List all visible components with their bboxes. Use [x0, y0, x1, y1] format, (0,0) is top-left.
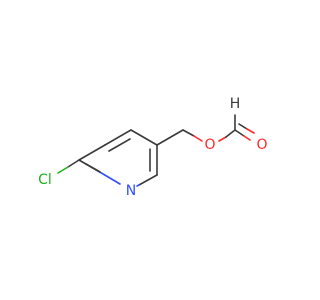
bond-c3-c4 — [104, 129, 132, 146]
formyl-hydrogen-label: H — [230, 96, 241, 112]
ester-oxygen-label: O — [204, 137, 215, 153]
bond-o-cformyl-half — [218, 136, 227, 142]
bond-c2-n-inner — [85, 163, 101, 173]
nitrogen-label: N — [126, 183, 136, 199]
bond-c2-cl — [67, 159, 80, 168]
bond-n-c6-half — [136, 184, 140, 187]
bond-ch2-o — [182, 129, 195, 137]
bond-c-o-double-a — [234, 129, 245, 137]
bond-c2-c3 — [78, 144, 106, 161]
chlorine-label: Cl — [38, 172, 52, 188]
bond-cl-half — [57, 166, 69, 174]
bond-c3-c4-inner — [108, 138, 131, 152]
bond-c-o-double-b-half — [246, 128, 255, 134]
bond-c4-c5 — [130, 129, 158, 146]
carbonyl-oxygen-label: O — [256, 137, 267, 153]
bond-c2-n-half — [97, 170, 121, 185]
pyridine-ring — [78, 129, 158, 187]
bond-o-half-1 — [193, 135, 203, 142]
bond-c5-ch2 — [156, 129, 184, 146]
bond-c-o-double-a-half — [243, 135, 251, 141]
bond-c6-n — [138, 174, 158, 186]
bond-o-cformyl — [225, 129, 236, 138]
structure-diagram: Cl N O O H — [38, 96, 267, 199]
bond-c-o-double-b — [238, 123, 248, 130]
